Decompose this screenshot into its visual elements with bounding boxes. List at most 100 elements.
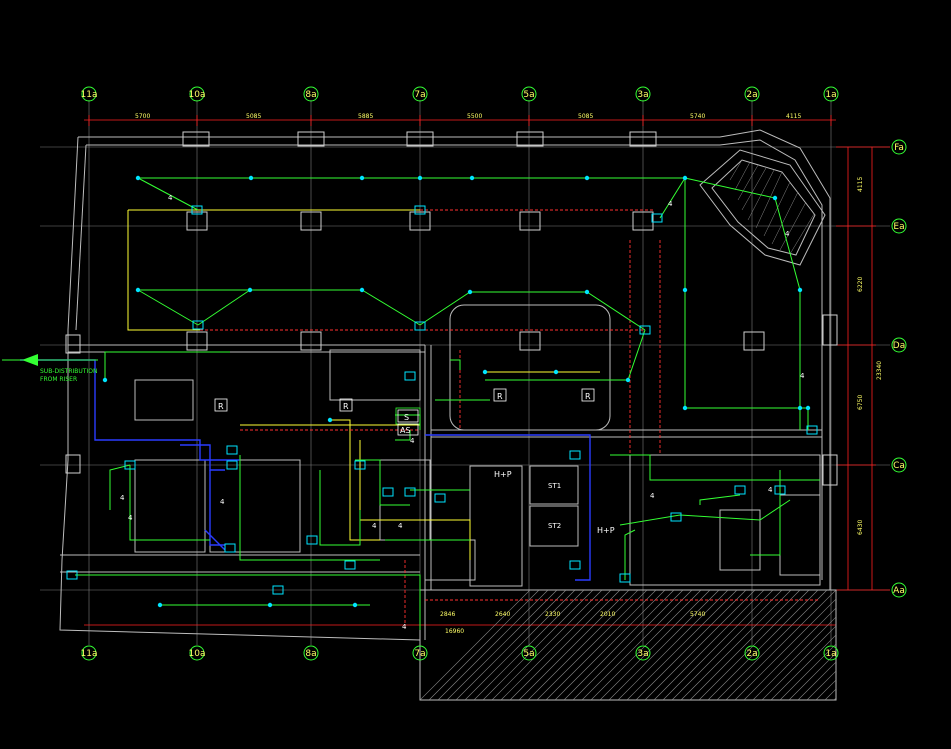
hatch-line [626, 590, 738, 700]
hatch-line [797, 661, 836, 700]
hatch-line [635, 590, 747, 700]
device-boxes [66, 205, 818, 595]
device-dot [805, 405, 811, 411]
hatch-line [437, 590, 549, 700]
device-dot [102, 377, 108, 383]
device-dot [584, 289, 590, 295]
hatch-line [761, 625, 836, 700]
hatch-line [428, 590, 540, 700]
device-box [191, 205, 203, 215]
wire-count-label: 4 [668, 200, 673, 208]
hatch-line [464, 590, 576, 700]
grid-label-bottom: 2a [746, 649, 757, 659]
device-dot [157, 602, 163, 608]
dim-top-3: 5885 [358, 113, 373, 120]
structural-grid [40, 100, 890, 645]
r-marker-2: R [343, 402, 349, 411]
grid-label-top: 1a [825, 90, 836, 100]
device-dot [417, 175, 423, 181]
hatch-line [491, 590, 603, 700]
device-box [670, 512, 682, 522]
green-cables [75, 177, 820, 630]
room-st1: ST1 [548, 482, 561, 490]
device-box [434, 493, 446, 503]
device-box [404, 371, 416, 381]
hatch-line [743, 607, 836, 700]
hatch-line [815, 679, 836, 700]
wire-count-label: 4 [372, 522, 377, 530]
device-box [639, 325, 651, 335]
grid-circle-top [521, 86, 537, 102]
dim-right-total: 23340 [876, 361, 883, 380]
grid-circle-bottom [823, 645, 839, 661]
bay-window [699, 149, 826, 266]
dim-right-3: 6750 [857, 395, 864, 410]
room-st2: ST2 [548, 522, 561, 530]
grid-label-top: 3a [637, 90, 648, 100]
r-marker-1: R [218, 402, 224, 411]
as-marker: AS [400, 426, 411, 435]
device-box [382, 487, 394, 497]
grid-label-bottom: 3a [637, 649, 648, 659]
grid-label-top: 2a [746, 90, 757, 100]
wire-count-label: 4 [650, 492, 655, 500]
hatch-line [788, 652, 836, 700]
wire-count-label: 4 [120, 494, 125, 502]
hatch-line [554, 590, 666, 700]
hatch-line [653, 590, 765, 700]
wire-count-label: 4 [768, 486, 773, 494]
hatch-line [725, 590, 836, 700]
grid-circle-right [891, 457, 907, 473]
grid-label-right: Da [893, 341, 905, 351]
device-box [224, 543, 236, 553]
grid-circle-top [412, 86, 428, 102]
hatch-line [536, 590, 648, 700]
bay-window-hatch [729, 159, 815, 255]
device-dot [682, 287, 688, 293]
hatch-line [563, 590, 675, 700]
device-dot [682, 175, 688, 181]
hatch-line [455, 590, 567, 700]
device-box [734, 485, 746, 495]
hatch-line [752, 616, 836, 700]
device-dot [248, 175, 254, 181]
hatch-line [581, 590, 693, 700]
grid-label-bottom: 11a [81, 649, 98, 659]
dim-top-1: 5700 [135, 113, 150, 120]
hatch-line [518, 590, 630, 700]
device-dots [102, 175, 811, 608]
grid-label-bottom: 10a [189, 649, 206, 659]
wire-count-label: 4 [785, 230, 790, 238]
hatch-line [680, 590, 792, 700]
r-markers: R R R R [214, 388, 595, 412]
incoming-feed-arrow: SUB-DISTRIBUTION FROM RISER [2, 354, 98, 383]
hatch-line [806, 670, 836, 700]
wire-count-label: 4 [398, 522, 403, 530]
wire-count-label: 4 [800, 372, 805, 380]
device-box [124, 460, 136, 470]
device-box [619, 573, 631, 583]
device-dot [327, 417, 333, 423]
hatch-line [545, 590, 657, 700]
dim-top-7: 4115 [786, 113, 801, 120]
hatch-line [473, 590, 585, 700]
s-marker: S [404, 413, 409, 422]
device-dot [359, 175, 365, 181]
grid-circle-top [744, 86, 760, 102]
device-box [404, 487, 416, 497]
device-box [651, 213, 663, 223]
grid-circle-bottom [412, 645, 428, 661]
grid-circle-top [189, 86, 205, 102]
device-dot [553, 369, 559, 375]
grid-label-right: Ea [893, 222, 904, 232]
r-marker-4: R [585, 392, 591, 401]
device-dot [359, 287, 365, 293]
hatch-line [707, 590, 819, 700]
device-dot [267, 602, 273, 608]
device-box [806, 425, 818, 435]
grid-circle-bottom [521, 645, 537, 661]
grid-label-right: Fa [894, 143, 904, 153]
columns [65, 131, 838, 486]
